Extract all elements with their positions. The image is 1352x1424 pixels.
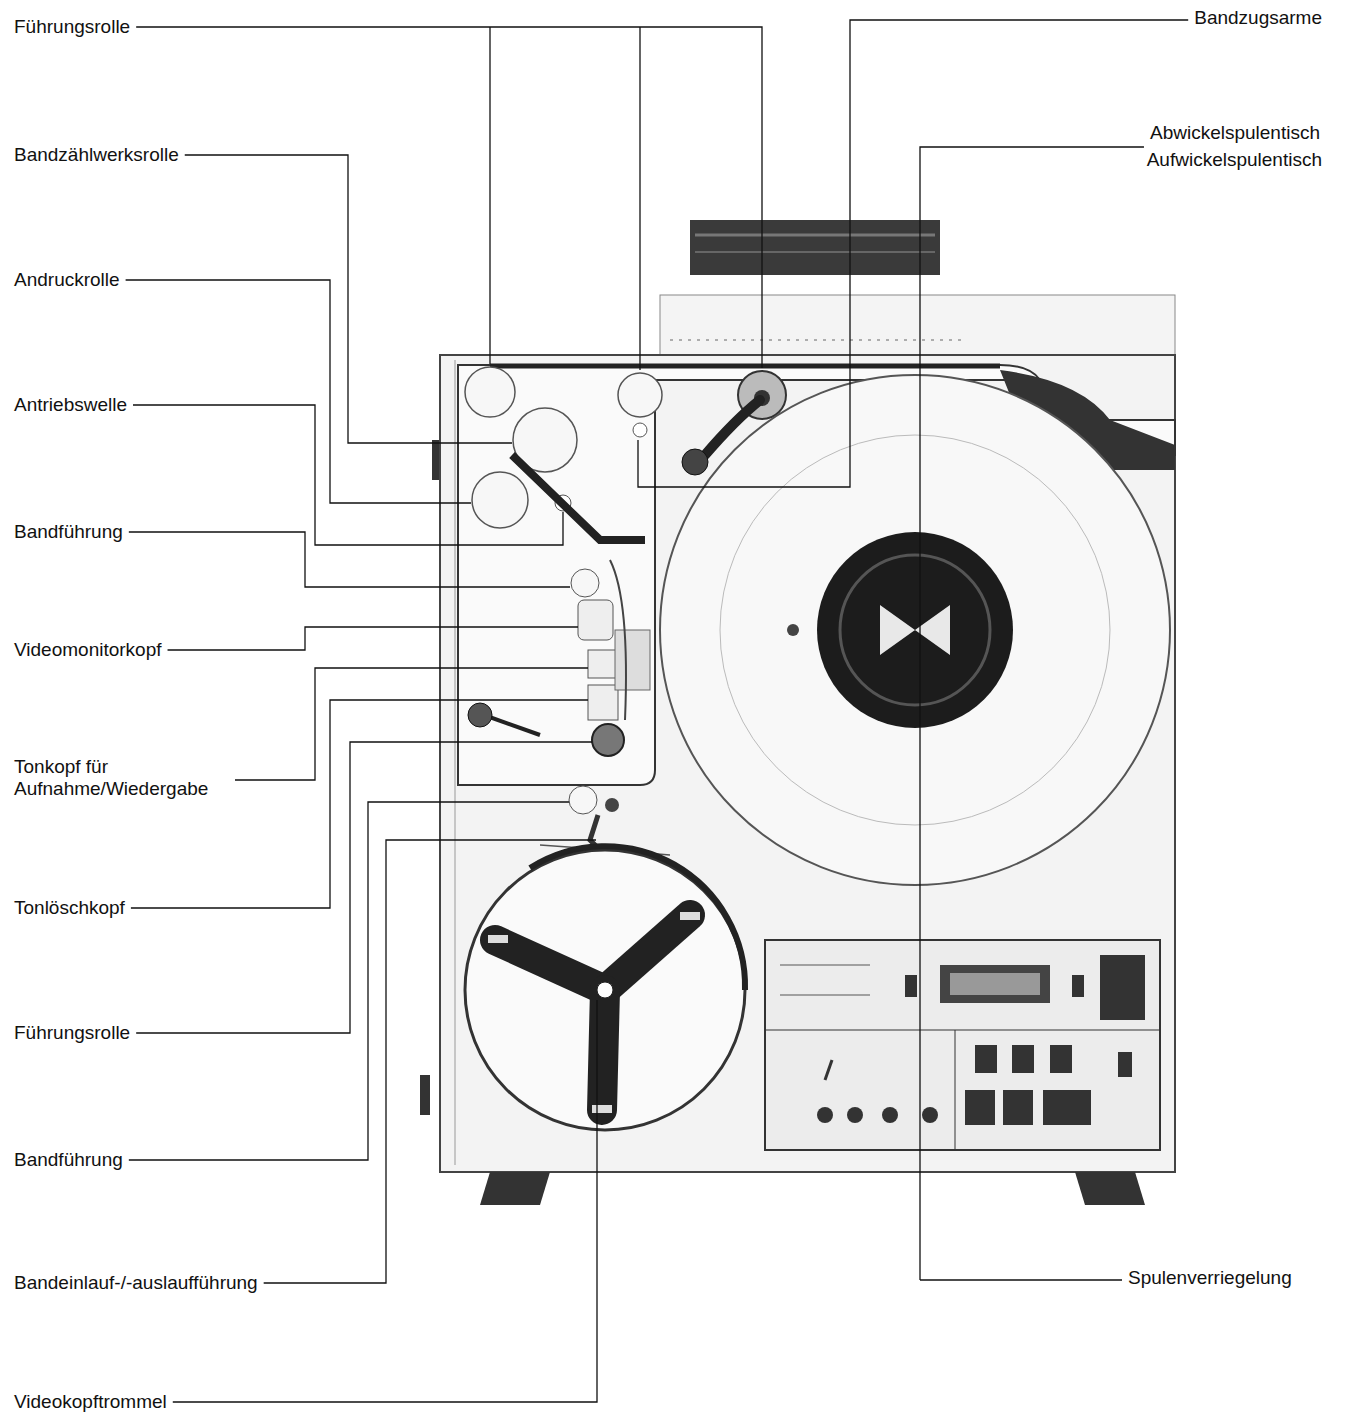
- part-label: Spulenverriegelung: [1128, 1267, 1292, 1289]
- leader-line: [131, 700, 588, 908]
- part-label: Videokopftrommel: [14, 1391, 167, 1413]
- part-label: Bandeinlauf-/-auslaufführung: [14, 1272, 258, 1294]
- part-label: Bandzählwerksrolle: [14, 144, 179, 166]
- leader-line: [185, 155, 512, 443]
- part-label: Tonkopf für Aufnahme/Wiedergabe: [14, 756, 229, 800]
- part-label: Abwickelspulentisch: [1150, 122, 1320, 144]
- leader-line: [264, 840, 596, 1283]
- leader-line: [235, 668, 588, 780]
- part-label: Bandführung: [14, 1149, 123, 1171]
- part-label: Führungsrolle: [14, 1022, 130, 1044]
- leader-line: [126, 280, 471, 503]
- leader-line: [129, 802, 569, 1160]
- part-label: Bandzugsarme: [1194, 7, 1322, 29]
- leader-line: [489, 27, 490, 364]
- part-label: Tonlöschkopf: [14, 897, 125, 919]
- part-label: Führungsrolle: [14, 16, 130, 38]
- leader-line: [638, 20, 1188, 487]
- leader-line: [639, 27, 640, 370]
- part-label: Bandführung: [14, 521, 123, 543]
- leader-line: [133, 405, 563, 545]
- leader-line: [136, 27, 762, 368]
- part-label: Videomonitorkopf: [14, 639, 162, 661]
- part-label: Aufwickelspulentisch: [1147, 149, 1322, 171]
- part-label: Andruckrolle: [14, 269, 120, 291]
- part-label: Antriebswelle: [14, 394, 127, 416]
- leader-line: [168, 627, 578, 650]
- leader-line: [920, 1279, 1122, 1280]
- leader-line: [173, 1000, 597, 1402]
- leader-line: [129, 532, 570, 587]
- leader-line: [920, 147, 1144, 1280]
